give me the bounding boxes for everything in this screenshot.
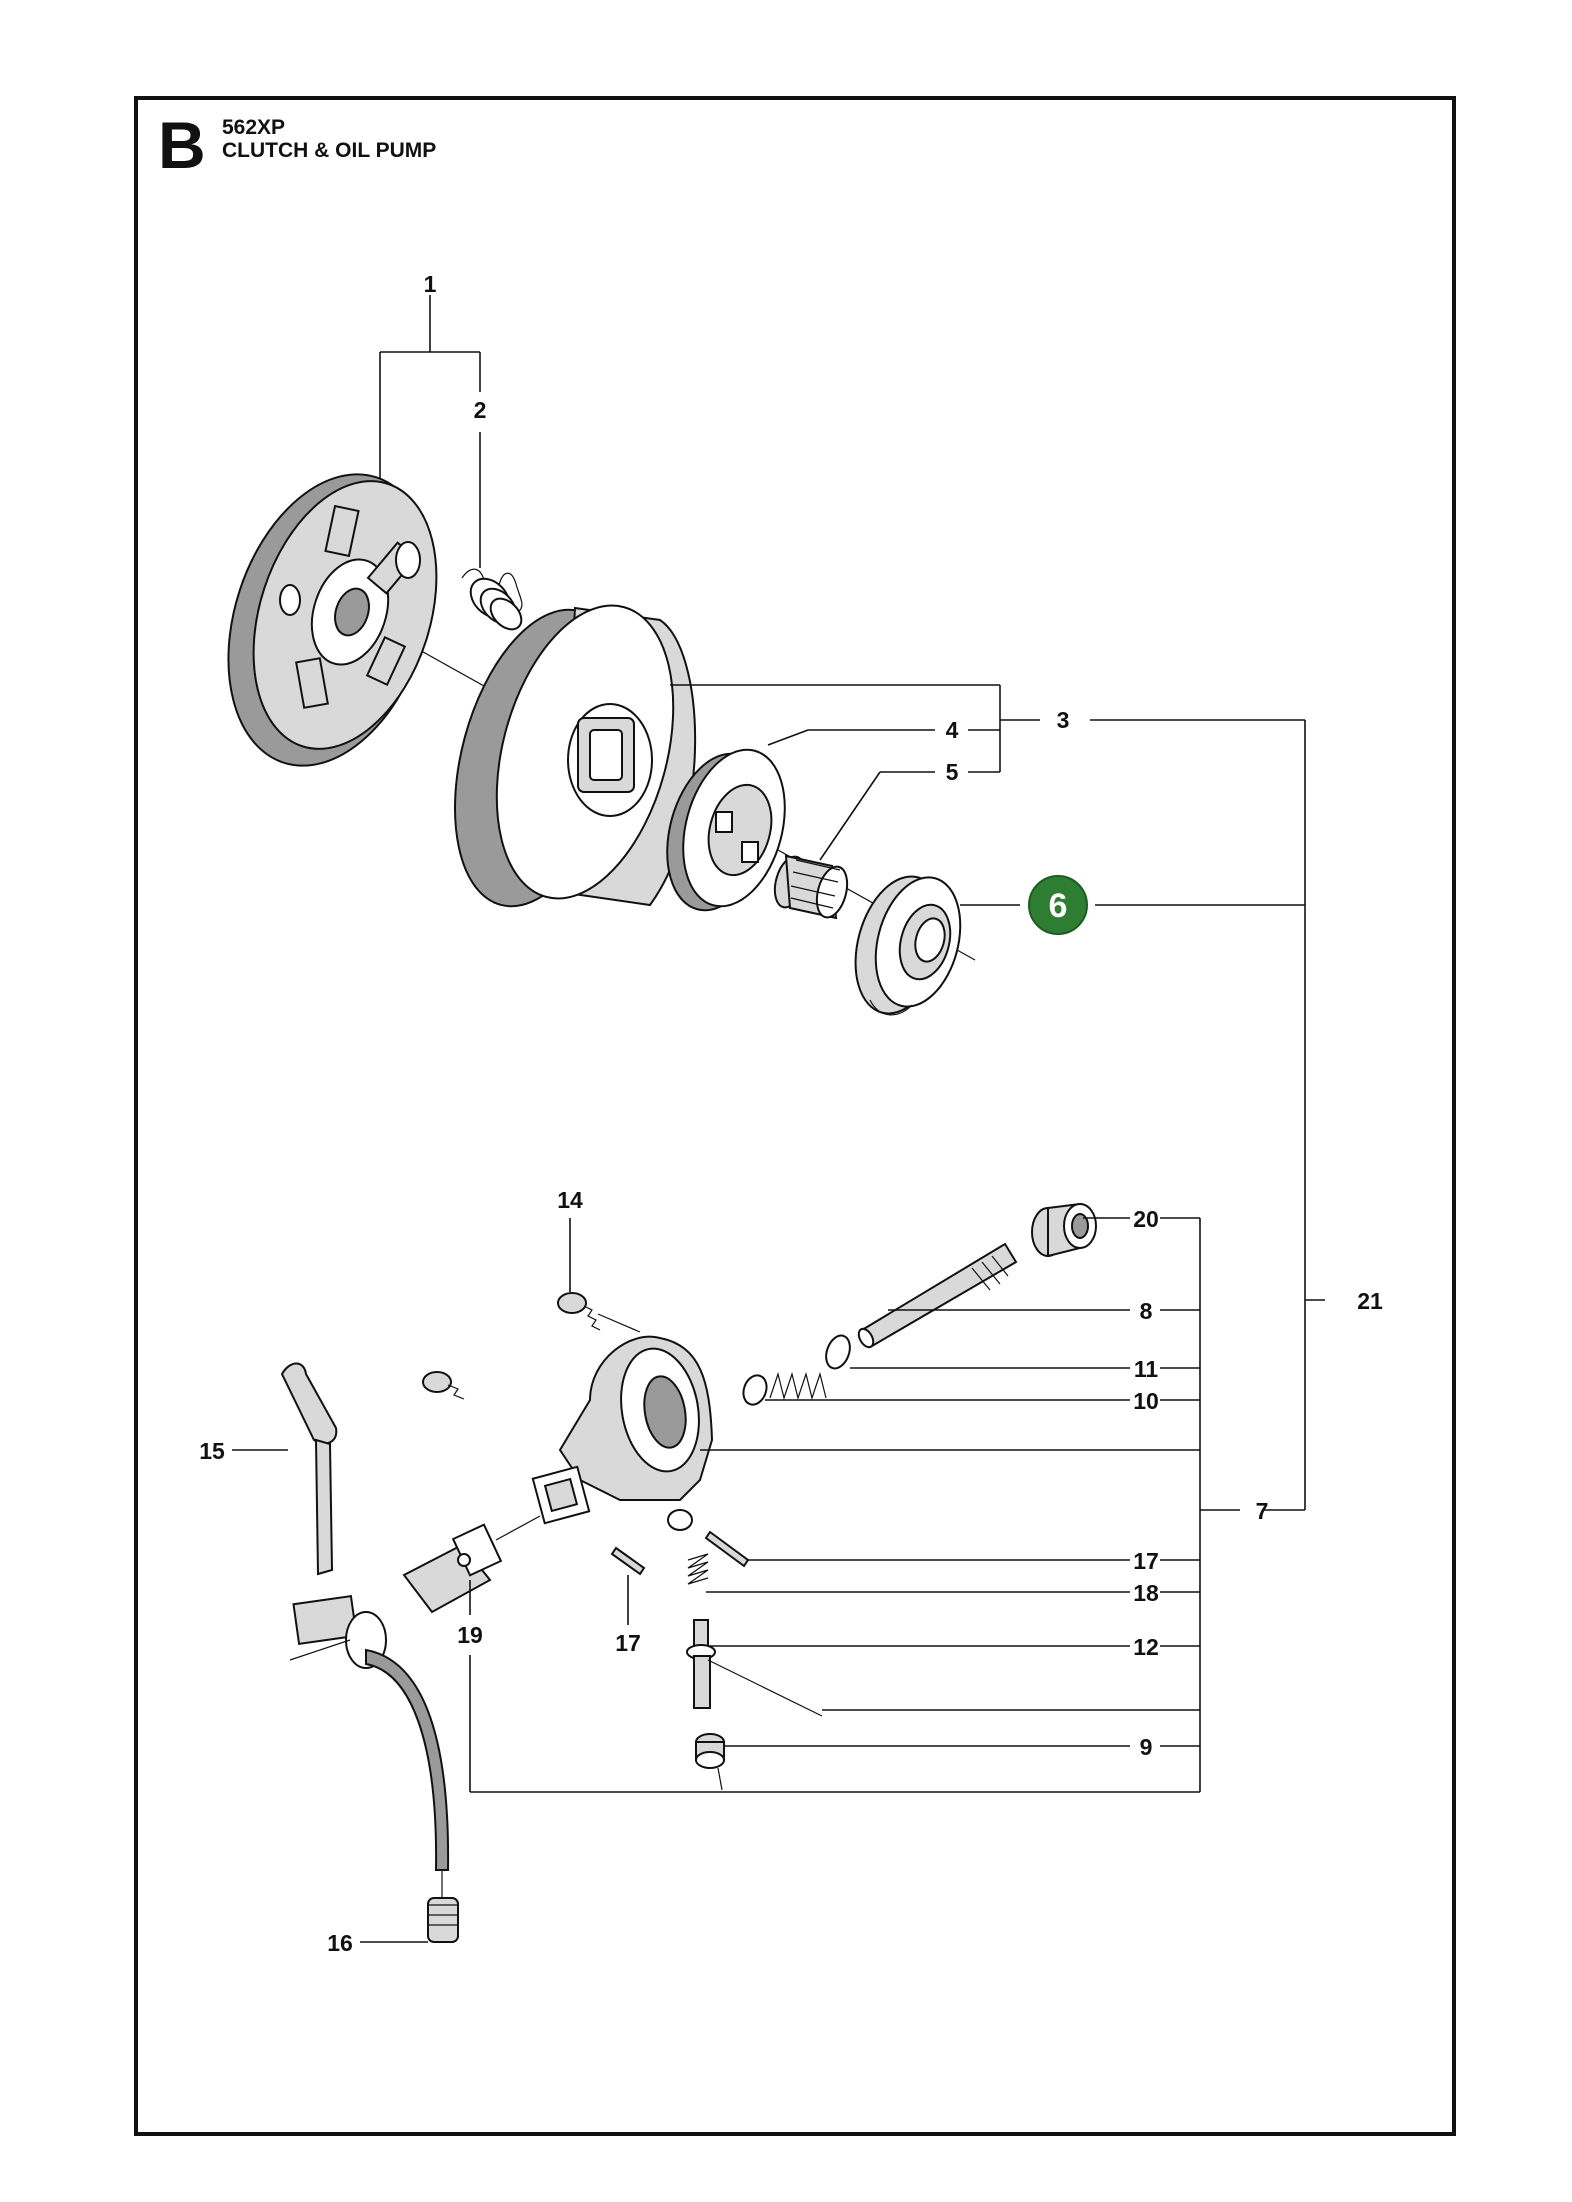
callout-5[interactable]: 5 — [946, 759, 959, 785]
callout-18[interactable]: 18 — [1133, 1580, 1159, 1606]
callout-14[interactable]: 14 — [557, 1187, 583, 1213]
leader-lines — [232, 295, 1325, 1943]
pump-shaft-part — [857, 1242, 1018, 1349]
callout-1[interactable]: 1 — [424, 271, 437, 297]
pin-part-2 — [610, 1546, 646, 1576]
callout-8[interactable]: 8 — [1140, 1298, 1153, 1324]
model-name: 562XP — [222, 116, 286, 139]
pin-part — [704, 1530, 750, 1568]
clutch-hub-part — [227, 473, 438, 767]
callout-15[interactable]: 15 — [199, 1438, 225, 1464]
callout-20[interactable]: 20 — [1133, 1206, 1159, 1232]
pump-spring-part — [769, 1371, 827, 1401]
callout-4[interactable]: 4 — [946, 717, 959, 743]
plunger-part — [686, 1619, 823, 1717]
callout-16[interactable]: 16 — [327, 1930, 353, 1956]
clutch-drum-part — [454, 604, 697, 908]
screw-part — [557, 1292, 641, 1333]
diagram-title: CLUTCH & OIL PUMP — [222, 139, 437, 162]
callout-17b[interactable]: 17 — [615, 1630, 641, 1656]
spur-sprocket-part — [854, 875, 962, 1016]
callout-6-highlight[interactable] — [1028, 875, 1088, 935]
clutch-assembly — [227, 473, 976, 1016]
oil-pump-assembly — [280, 1202, 1097, 1943]
callout-19[interactable]: 19 — [457, 1622, 483, 1648]
callout-2[interactable]: 2 — [474, 397, 487, 423]
screw-part-2 — [422, 1371, 452, 1393]
callout-7[interactable]: 7 — [1256, 1498, 1269, 1524]
plunger-spring-part — [687, 1553, 709, 1585]
washer-part — [825, 1334, 851, 1370]
callout-6[interactable]: 6 — [1049, 887, 1068, 925]
rim-sprocket-part — [666, 748, 786, 912]
pump-housing-part — [531, 1335, 714, 1531]
callout-12[interactable]: 12 — [1133, 1634, 1159, 1660]
grommet-part — [695, 1733, 725, 1791]
diagram-frame — [134, 96, 1456, 2136]
bushing-part — [1031, 1202, 1097, 1258]
section-letter: B — [158, 108, 206, 182]
oil-hose-part — [280, 1362, 459, 1943]
clutch-spring-part — [461, 568, 523, 631]
callout-3[interactable]: 3 — [1057, 707, 1070, 733]
callout-21[interactable]: 21 — [1357, 1288, 1383, 1314]
needle-bearing-part — [773, 854, 849, 920]
callout-11[interactable]: 11 — [1134, 1356, 1159, 1382]
callout-10[interactable]: 10 — [1133, 1388, 1159, 1414]
callout-17a[interactable]: 17 — [1133, 1548, 1159, 1574]
washer-part-2 — [742, 1374, 768, 1406]
callout-9[interactable]: 9 — [1140, 1734, 1153, 1760]
oil-valve-part — [402, 1515, 541, 1614]
callout-labels: 1 2 3 4 5 6 14 20 8 21 11 10 15 7 17 18 … — [199, 271, 1383, 1956]
